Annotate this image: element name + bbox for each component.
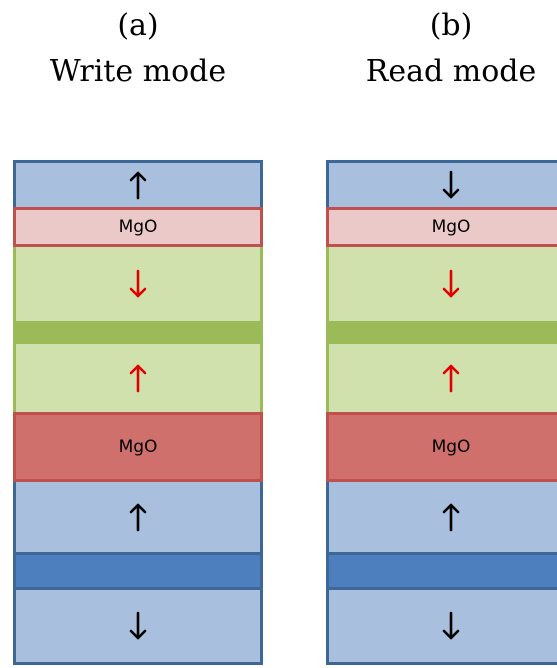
layer-reference-bottom — [13, 587, 263, 665]
mgo-label: MgO — [431, 217, 471, 237]
mgo-label: MgO — [431, 437, 471, 457]
arrow-down-icon — [442, 170, 460, 199]
layer-coupling — [326, 552, 557, 590]
layer-free-lower — [13, 341, 263, 415]
layer-free-lower — [326, 341, 557, 415]
mgo-label: MgO — [118, 437, 158, 457]
panel-letter: (a) — [117, 8, 159, 43]
layer-coupling — [13, 552, 263, 590]
layer-reference-top — [13, 479, 263, 555]
arrow-down-icon — [129, 611, 147, 640]
panel-write-mode: (a) Write mode MgO MgO — [13, 0, 263, 668]
layer-free-layer-top — [326, 160, 557, 210]
arrow-down-icon — [129, 269, 147, 298]
panel-mode-title: Read mode — [365, 54, 537, 89]
mgo-label: MgO — [118, 217, 158, 237]
layer-reference-top — [326, 479, 557, 555]
layer-free-layer-top — [13, 160, 263, 210]
layer-barrier: MgO — [13, 207, 263, 247]
arrow-up-icon — [442, 503, 460, 532]
layer-reference-bottom — [326, 587, 557, 665]
layer-barrier: MgO — [13, 412, 263, 482]
layer-barrier: MgO — [326, 207, 557, 247]
arrow-up-icon — [442, 364, 460, 393]
arrow-up-icon — [129, 503, 147, 532]
panel-letter: (b) — [429, 8, 473, 43]
arrow-down-icon — [442, 269, 460, 298]
layer-free-upper — [326, 244, 557, 324]
layer-free-upper — [13, 244, 263, 324]
layer-stack: MgO MgO — [326, 160, 557, 665]
panel-read-mode: (b) Read mode MgO MgO — [326, 0, 557, 668]
layer-barrier: MgO — [326, 412, 557, 482]
arrow-up-icon — [129, 171, 147, 200]
arrow-up-icon — [129, 364, 147, 393]
layer-stack: MgO MgO — [13, 160, 263, 665]
panel-mode-title: Write mode — [49, 54, 227, 89]
arrow-down-icon — [442, 611, 460, 640]
